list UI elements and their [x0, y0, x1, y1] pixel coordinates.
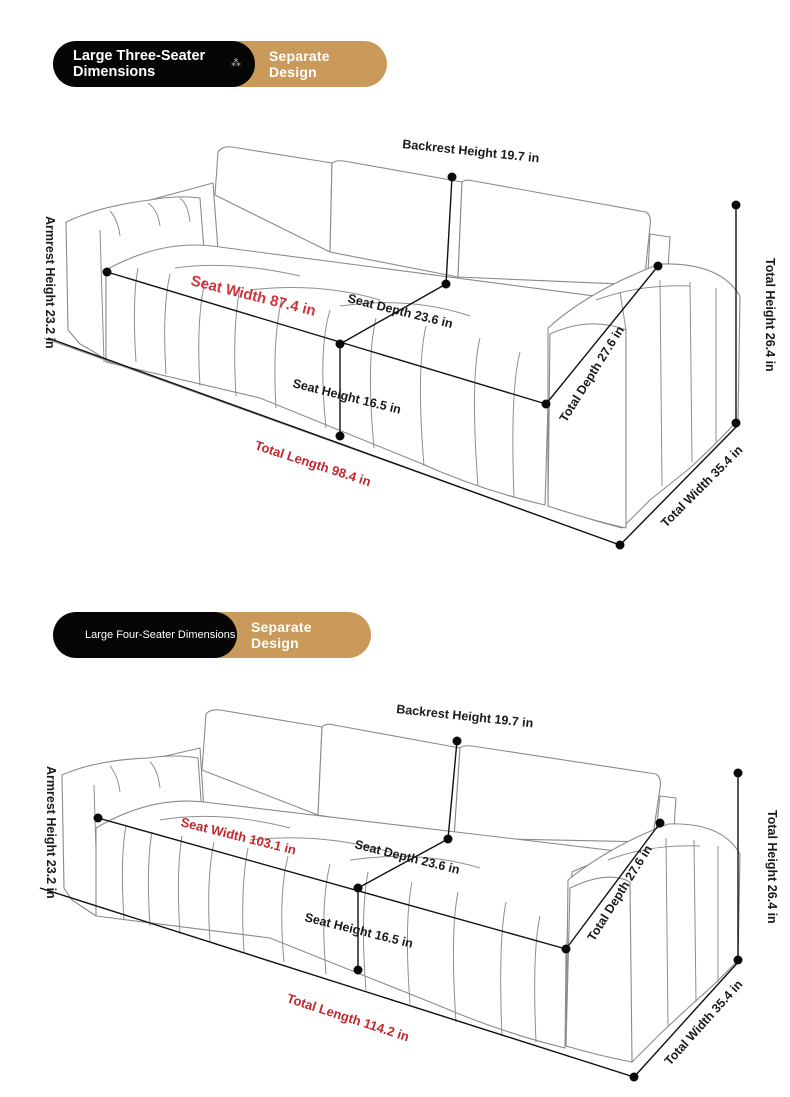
backrest-height-line — [445, 176, 453, 285]
three-seater-title: Large Three-Seater Dimensions — [73, 48, 206, 80]
armrest-height-label: Armrest Height 23.2 in — [44, 766, 58, 899]
dot — [629, 1072, 639, 1082]
seat-depth-line — [357, 838, 449, 889]
backrest-height-label: Backrest Height 19.7 in — [402, 137, 540, 165]
dot — [452, 736, 462, 746]
dot — [441, 279, 451, 289]
seat-depth-line — [339, 283, 447, 345]
pill-tag-gold: Separate Design — [213, 612, 371, 658]
total-width-line — [619, 424, 739, 546]
dot — [335, 339, 345, 349]
four-seater-sofa-drawing: Backrest Height 19.7 in Armrest Height 2… — [39, 702, 779, 1082]
three-seater-panel: Large Three-Seater Dimensions ⁂ Separate… — [43, 41, 777, 550]
dot — [561, 944, 571, 954]
total-width-line — [633, 959, 741, 1078]
four-seater-title: Large Four-Seater Dimensions — [85, 629, 236, 641]
seat-width-line — [106, 271, 547, 405]
dot — [731, 418, 741, 428]
four-seater-header-pill: Large Four-Seater Dimensions Separate De… — [53, 612, 371, 658]
four-seater-panel: Large Four-Seater Dimensions Separate De… — [0, 570, 790, 1097]
three-seater-sofa-drawing: Backrest Height 19.7 in Armrest Height 2… — [43, 137, 777, 550]
dot — [335, 431, 345, 441]
total-height-label: Total Height 26.4 in — [763, 258, 777, 372]
total-length-line — [39, 887, 635, 1078]
three-seater-header-pill: Large Three-Seater Dimensions ⁂ Separate… — [53, 41, 387, 87]
dot — [733, 955, 743, 965]
pill-title-dark: Large Three-Seater Dimensions ⁂ — [53, 41, 255, 87]
dot — [447, 172, 457, 182]
dot — [655, 818, 665, 828]
dot — [353, 883, 363, 893]
back-cushion-middle — [317, 723, 461, 839]
dot — [733, 768, 743, 778]
back-cushion-right — [453, 745, 662, 843]
total-height-label: Total Height 26.4 in — [765, 810, 779, 924]
pill-title-dark: Large Four-Seater Dimensions — [53, 612, 237, 658]
four-seater-tag: Separate Design — [251, 619, 312, 651]
dot — [443, 834, 453, 844]
back-cushion-left — [201, 709, 323, 816]
right-arm-front — [565, 876, 633, 1063]
back-cushion-right — [457, 179, 652, 286]
total-length-label: Total Length 114.2 in — [285, 991, 411, 1045]
pill-tag-gold: Separate Design — [231, 41, 387, 87]
back-cushion-left — [214, 146, 333, 253]
dot — [353, 965, 363, 975]
dot — [541, 399, 551, 409]
three-seater-tag: Separate Design — [269, 48, 330, 80]
seat-width-line — [97, 817, 567, 950]
dot — [653, 261, 663, 271]
dot — [615, 540, 625, 550]
right-arm-front — [547, 323, 627, 529]
total-depth-line — [565, 822, 661, 950]
backrest-height-label: Backrest Height 19.7 in — [396, 702, 534, 730]
total-length-label: Total Length 98.4 in — [253, 438, 373, 490]
dot — [93, 813, 103, 823]
dot — [731, 200, 741, 210]
total-length-line — [47, 337, 621, 546]
backrest-height-line — [447, 740, 458, 840]
back-cushion-middle — [329, 160, 463, 278]
dot — [102, 267, 112, 277]
bird-icon: ⁂ — [231, 58, 241, 69]
armrest-height-label: Armrest Height 23.2 in — [43, 216, 57, 349]
total-depth-line — [545, 265, 659, 405]
